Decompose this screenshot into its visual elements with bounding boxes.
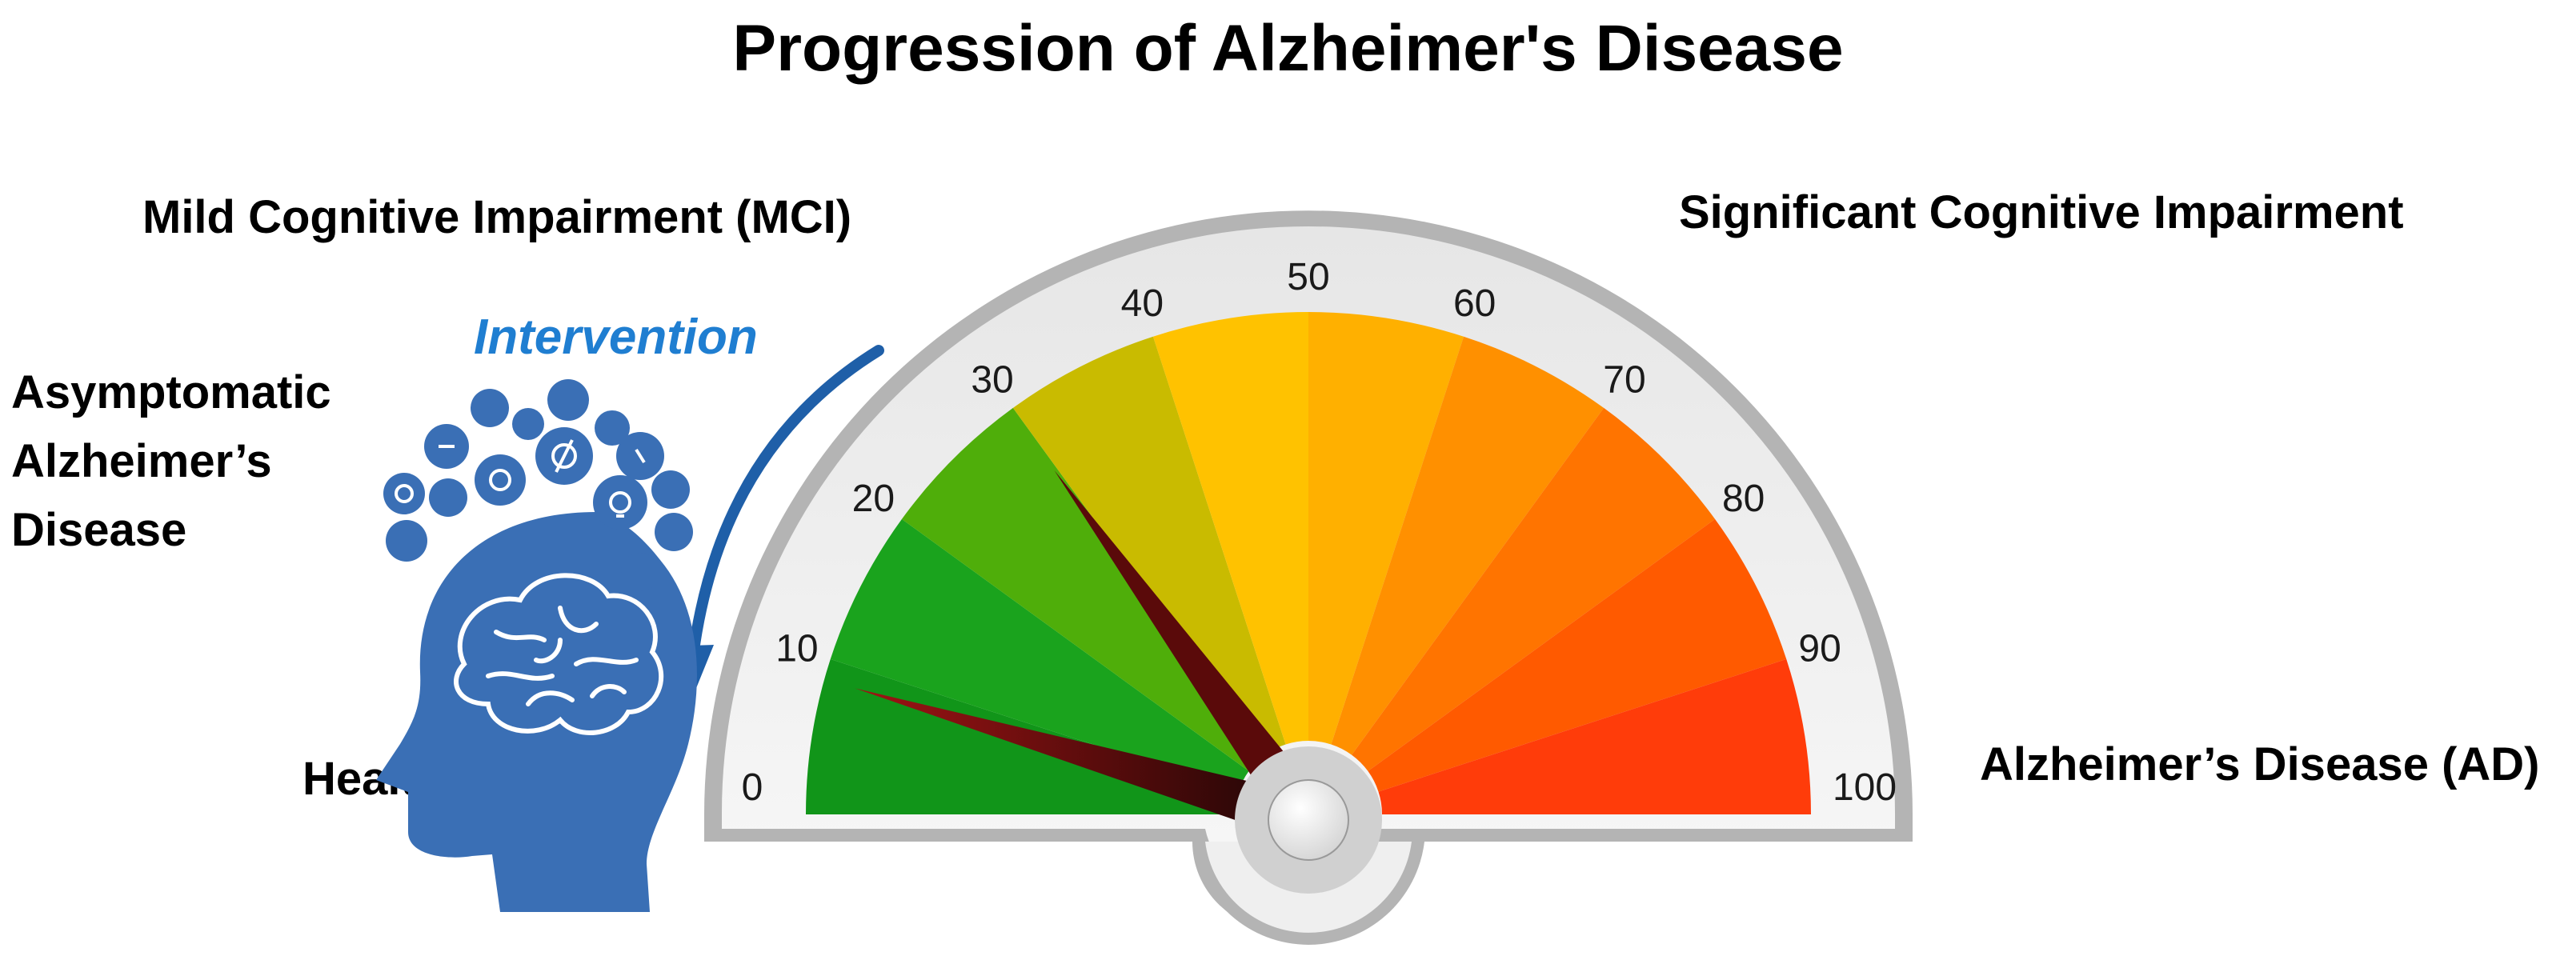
stage-label-significant: Significant Cognitive Impairment xyxy=(1679,186,2404,238)
gauge-segment-3 xyxy=(1012,336,1286,755)
gauge-tick-label: 50 xyxy=(1287,256,1329,298)
gauge-needles xyxy=(855,470,1328,843)
gauge-segment-5 xyxy=(1308,312,1464,745)
gauge-segment-7 xyxy=(1352,407,1716,771)
needle-start xyxy=(855,688,1316,843)
gauge-tick-label: 10 xyxy=(775,627,818,670)
intervention-label: Intervention xyxy=(474,310,758,365)
needle-hub xyxy=(1268,779,1349,861)
gauge-tick-label: 100 xyxy=(1833,766,1897,809)
gauge-segments xyxy=(806,312,1811,814)
gauge-segment-4 xyxy=(1152,312,1308,745)
stage-label-mci: Mild Cognitive Impairment (MCI) xyxy=(142,191,852,243)
gauge-segment-2 xyxy=(901,407,1265,771)
brain-icon xyxy=(454,573,664,735)
intervention-arrow-shaft xyxy=(687,345,884,662)
wellness-bubble-icons xyxy=(383,379,693,591)
page-title: Progression of Alzheimer's Disease xyxy=(732,12,1844,85)
gauge-tick-label: 60 xyxy=(1453,282,1496,325)
gauge-tick-label: 30 xyxy=(971,358,1013,401)
stage-label-ad: Alzheimer’s Disease (AD) xyxy=(1980,738,2540,790)
gauge-tick-label: 40 xyxy=(1121,282,1164,325)
gauge-tick-label: 90 xyxy=(1798,627,1841,670)
gauge-tick-label: 80 xyxy=(1722,478,1765,520)
gauge-tick-label: 20 xyxy=(852,478,895,520)
stage-label-asymptomatic: Asymptomatic Alzheimer’s Disease xyxy=(11,366,331,556)
gauge-segment-6 xyxy=(1331,336,1604,755)
gauge-tick-label: 0 xyxy=(742,766,763,809)
needle-end xyxy=(1054,470,1328,834)
head-silhouette-icon xyxy=(376,379,697,912)
gauge-segment-9 xyxy=(1378,658,1811,814)
gauge-tick-label: 70 xyxy=(1603,358,1645,401)
gauge-segment-8 xyxy=(1368,518,1787,792)
gauge-segment-1 xyxy=(830,518,1249,792)
gauge-tick-labels: 0 10 20 30 40 50 60 70 80 90 100 xyxy=(742,256,1897,809)
